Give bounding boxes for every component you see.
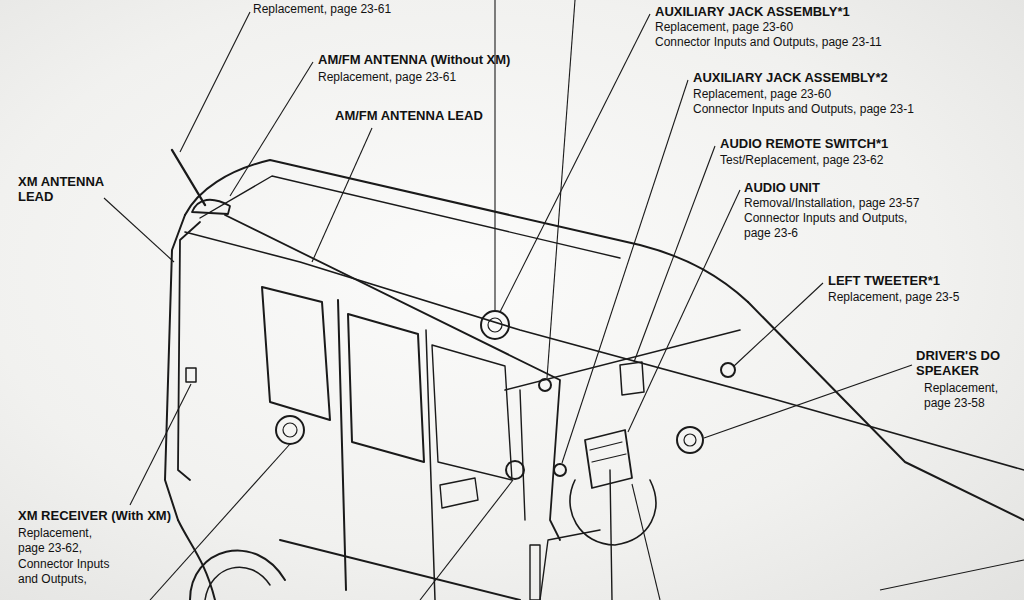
leader-line: [150, 444, 290, 600]
callout-heading: XM RECEIVER (With XM): [18, 508, 171, 523]
leader-line: [180, 12, 250, 152]
leader-lines: [104, 0, 1024, 600]
wheel-arch: [190, 550, 285, 600]
side-window: [432, 345, 512, 480]
dashboard-lines: [520, 390, 612, 600]
speaker-cone: [488, 318, 502, 332]
speaker: [506, 461, 524, 479]
leader-line: [632, 484, 660, 600]
windshield-base: [505, 330, 740, 390]
leader-line: [500, 14, 650, 312]
xm-antenna-lead: [178, 222, 200, 480]
callout-reference: Connector Inputs and Outputs, page 23-1: [693, 102, 914, 117]
driver-door-speaker: [677, 427, 703, 453]
callout-heading: XM ANTENNA LEAD: [18, 174, 108, 204]
remote-switch: [620, 362, 644, 395]
callout-heading: AUXILIARY JACK ASSEMBLY*1: [655, 4, 850, 19]
audio-unit-detail: [590, 442, 626, 462]
callout-heading: AUDIO REMOTE SWITCH*1: [720, 136, 888, 151]
callout-heading: LEFT TWEETER*1: [828, 273, 940, 288]
leader-line: [420, 480, 513, 600]
callout-heading: AUDIO UNIT: [744, 180, 820, 195]
callout-heading: AM/FM ANTENNA (Without XM): [318, 52, 510, 67]
callout-reference: Connector Inputs and Outputs,: [18, 557, 113, 587]
hood-line: [748, 302, 1024, 520]
leader-line: [734, 283, 823, 366]
roof-line: [185, 160, 748, 302]
tweeter: [721, 363, 735, 377]
console: [530, 545, 540, 600]
callout-reference: Replacement, page 23-62,: [18, 526, 113, 556]
wheel: [205, 567, 270, 600]
leader-line: [130, 384, 191, 505]
callout-reference: Removal/Installation, page 23-57: [744, 196, 919, 211]
xm-receiver-mark: [186, 368, 196, 382]
rocker-line: [280, 540, 520, 600]
antenna-base: [192, 200, 230, 214]
callout-reference: Replacement, page 23-58: [924, 381, 1019, 411]
leader-line: [494, 0, 495, 310]
callout-heading: AUXILIARY JACK ASSEMBLY*2: [693, 70, 888, 85]
c-pillar: [426, 330, 435, 600]
am-fm-antenna-lead: [225, 215, 560, 540]
leader-line: [230, 62, 313, 196]
callout-reference: Replacement, page 23-60: [693, 87, 831, 102]
leader-line: [547, 0, 575, 378]
speaker-cone: [283, 423, 297, 437]
door-window: [348, 314, 424, 462]
callout-reference: Replacement, page 23-5: [828, 290, 959, 305]
speaker: [276, 416, 304, 444]
antenna-mast: [172, 150, 205, 205]
callout-reference: Replacement, page 23-60: [655, 20, 793, 35]
leader-line: [628, 190, 740, 432]
leader-line: [704, 365, 912, 438]
leader-line: [634, 146, 715, 362]
speaker: [481, 311, 509, 339]
leader-line: [562, 80, 688, 463]
callout-heading: AM/FM ANTENNA LEAD: [335, 108, 483, 123]
aux-jack: [554, 464, 566, 476]
callout-heading: DRIVER'S DO SPEAKER: [916, 348, 1011, 378]
callout-reference: Connector Inputs and Outputs, page 23-11: [655, 35, 882, 50]
b-pillar: [338, 300, 346, 590]
aux-jack: [539, 379, 551, 391]
seat-outline: [440, 478, 478, 508]
instrument-cluster: [570, 480, 656, 545]
leader-line: [880, 560, 1024, 590]
callout-reference: Connector Inputs and Outputs, page 23-6: [744, 211, 919, 241]
callout-reference: Replacement, page 23-61: [318, 70, 456, 85]
rear-window: [262, 287, 330, 420]
callout-reference: Replacement, page 23-61: [253, 2, 391, 17]
vehicle-body: [165, 150, 1024, 600]
callout-reference: Test/Replacement, page 23-62: [720, 153, 883, 168]
speaker-cone: [684, 434, 696, 446]
leader-line: [104, 198, 174, 262]
leader-line: [312, 128, 372, 262]
audio-unit: [585, 430, 632, 488]
